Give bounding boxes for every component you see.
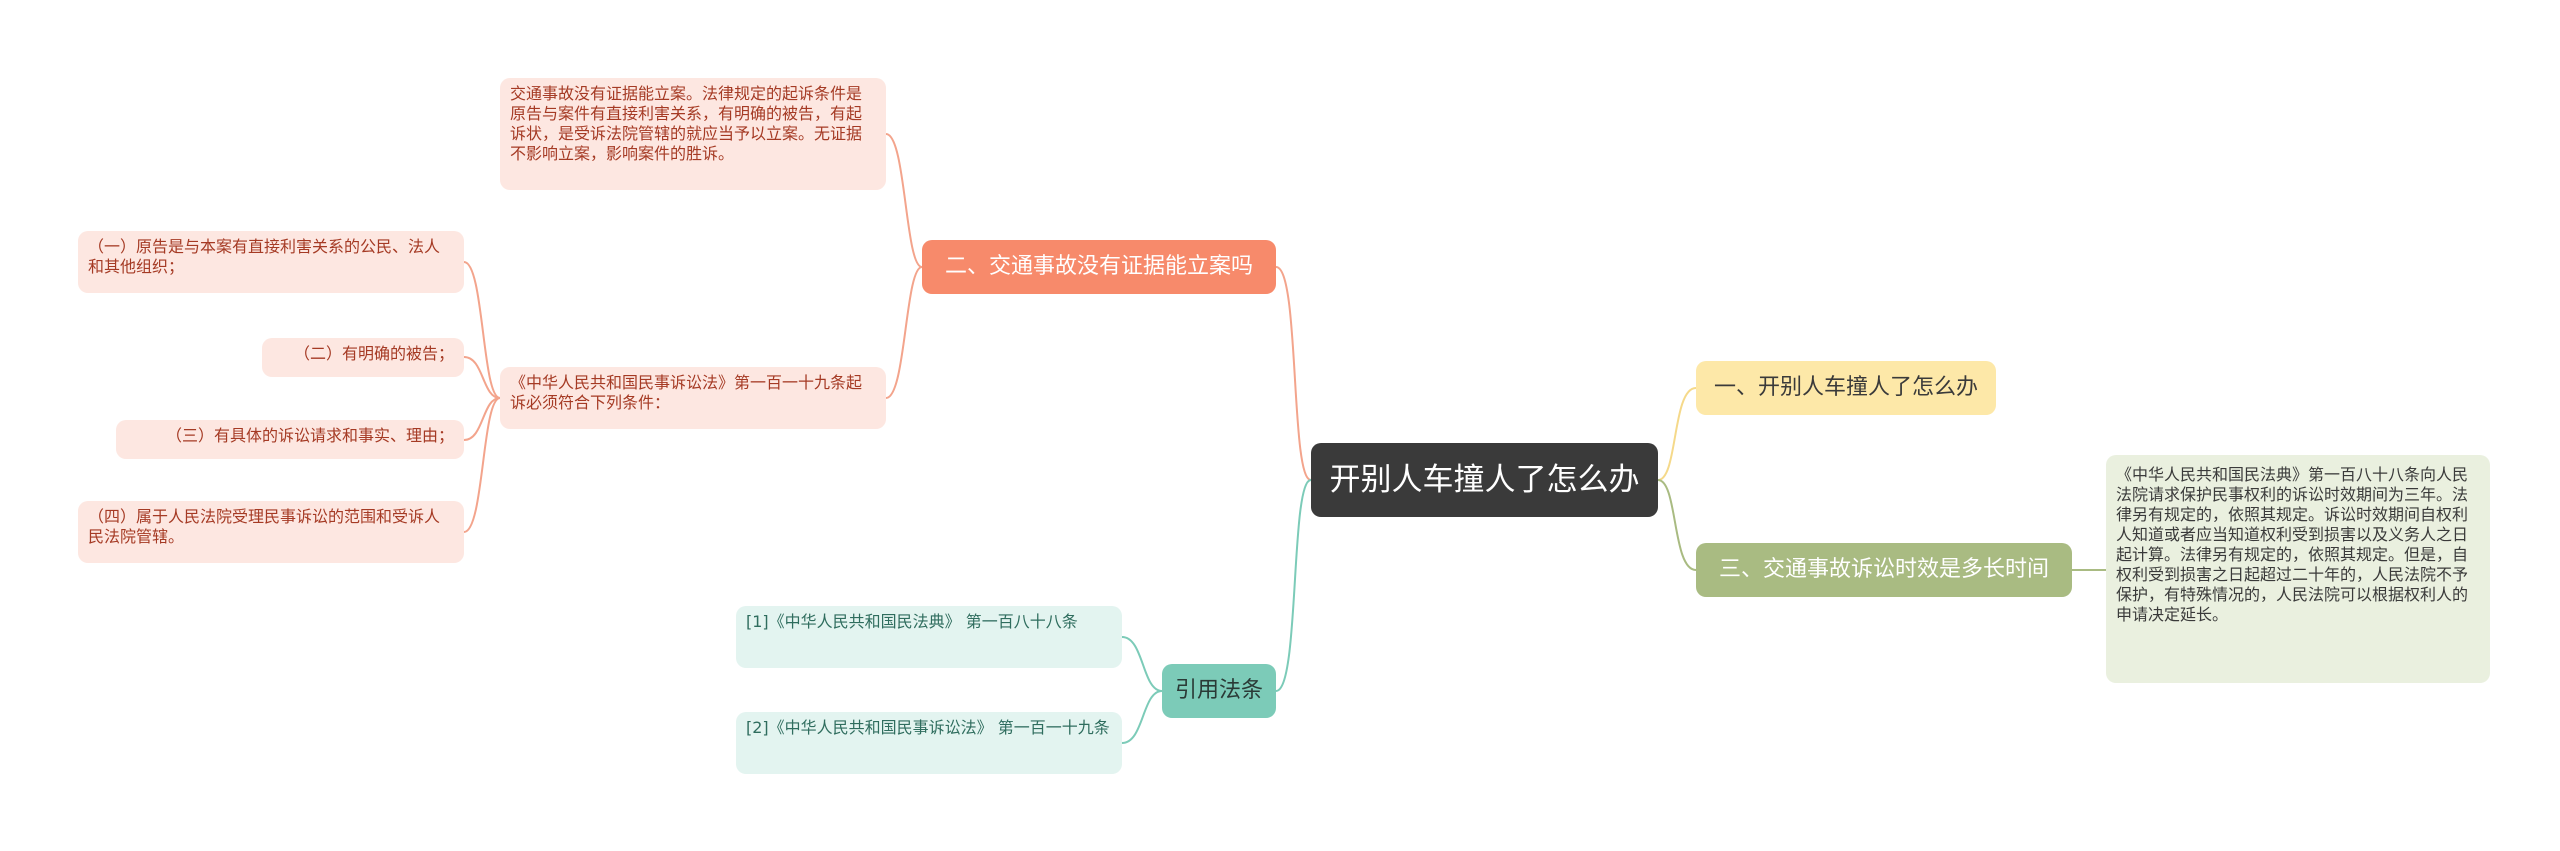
condition-4[interactable]: （四）属于人民法院受理民事诉讼的范围和受诉人民法院管辖。: [78, 501, 464, 563]
reference-item-2[interactable]: [2]《中华人民共和国民事诉讼法》 第一百一十九条: [736, 712, 1122, 774]
branch-3-label: 三、交通事故诉讼时效是多长时间: [1718, 557, 2049, 582]
connector-refs-r1: [1121, 636, 1163, 692]
condition-2[interactable]: （二）有明确的被告；: [262, 338, 464, 377]
condition-3[interactable]: （三）有具体的诉讼请求和事实、理由；: [116, 420, 464, 459]
connector-law-s2: [463, 356, 501, 399]
condition-3-text: （三）有具体的诉讼请求和事实、理由；: [165, 426, 454, 445]
connector-law-s3: [463, 397, 501, 441]
condition-1-text: （一）原告是与本案有直接利害关系的公民、法人和其他组织；: [88, 237, 441, 276]
reference-item-1[interactable]: [1]《中华人民共和国民法典》 第一百八十八条: [736, 606, 1122, 668]
branch-3-detail[interactable]: 《中华人民共和国民法典》第一百八十八条向人民法院请求保护民事权利的诉讼时效期间为…: [2106, 455, 2490, 683]
branch-2-law[interactable]: 《中华人民共和国民事诉讼法》第一百一十九条起诉必须符合下列条件：: [500, 367, 886, 429]
connector-refs-r2: [1121, 690, 1163, 744]
branch-2-detail[interactable]: 交通事故没有证据能立案。法律规定的起诉条件是原告与案件有直接利害关系，有明确的被…: [500, 78, 886, 190]
condition-2-text: （二）有明确的被告；: [293, 344, 454, 363]
reference-item-2-text: [2]《中华人民共和国民事诉讼法》 第一百一十九条: [746, 718, 1110, 737]
branch-2-detail-text: 交通事故没有证据能立案。法律规定的起诉条件是原告与案件有直接利害关系，有明确的被…: [510, 84, 863, 163]
connector-law-s1: [463, 261, 501, 399]
branch-1-label: 一、开别人车撞人了怎么办: [1713, 375, 1978, 400]
branch-2-law-text: 《中华人民共和国民事诉讼法》第一百一十九条起诉必须符合下列条件：: [510, 373, 863, 412]
connector-b2-law: [885, 266, 923, 399]
connector-b2-detail: [885, 133, 923, 268]
branch-3[interactable]: 三、交通事故诉讼时效是多长时间: [1696, 543, 2072, 597]
condition-1[interactable]: （一）原告是与本案有直接利害关系的公民、法人和其他组织；: [78, 231, 464, 293]
branch-2-label: 二、交通事故没有证据能立案吗: [944, 254, 1253, 279]
condition-4-text: （四）属于人民法院受理民事诉讼的范围和受诉人民法院管辖。: [88, 507, 441, 546]
branch-2[interactable]: 二、交通事故没有证据能立案吗: [922, 240, 1276, 294]
connector-center-b2: [1275, 266, 1312, 481]
branch-3-detail-text: 《中华人民共和国民法典》第一百八十八条向人民法院请求保护民事权利的诉讼时效期间为…: [2116, 465, 2469, 624]
connector-center-b1: [1657, 387, 1697, 481]
branch-1[interactable]: 一、开别人车撞人了怎么办: [1696, 361, 1996, 415]
central-topic-label: 开别人车撞人了怎么办: [1329, 462, 1640, 498]
reference-item-1-text: [1]《中华人民共和国民法典》 第一百八十八条: [746, 612, 1078, 631]
connector-law-s4: [463, 397, 501, 533]
connector-center-refs: [1275, 479, 1312, 692]
references-branch[interactable]: 引用法条: [1162, 664, 1276, 718]
references-label: 引用法条: [1174, 678, 1263, 703]
central-topic[interactable]: 开别人车撞人了怎么办: [1311, 443, 1658, 517]
connector-center-b3: [1657, 479, 1697, 571]
